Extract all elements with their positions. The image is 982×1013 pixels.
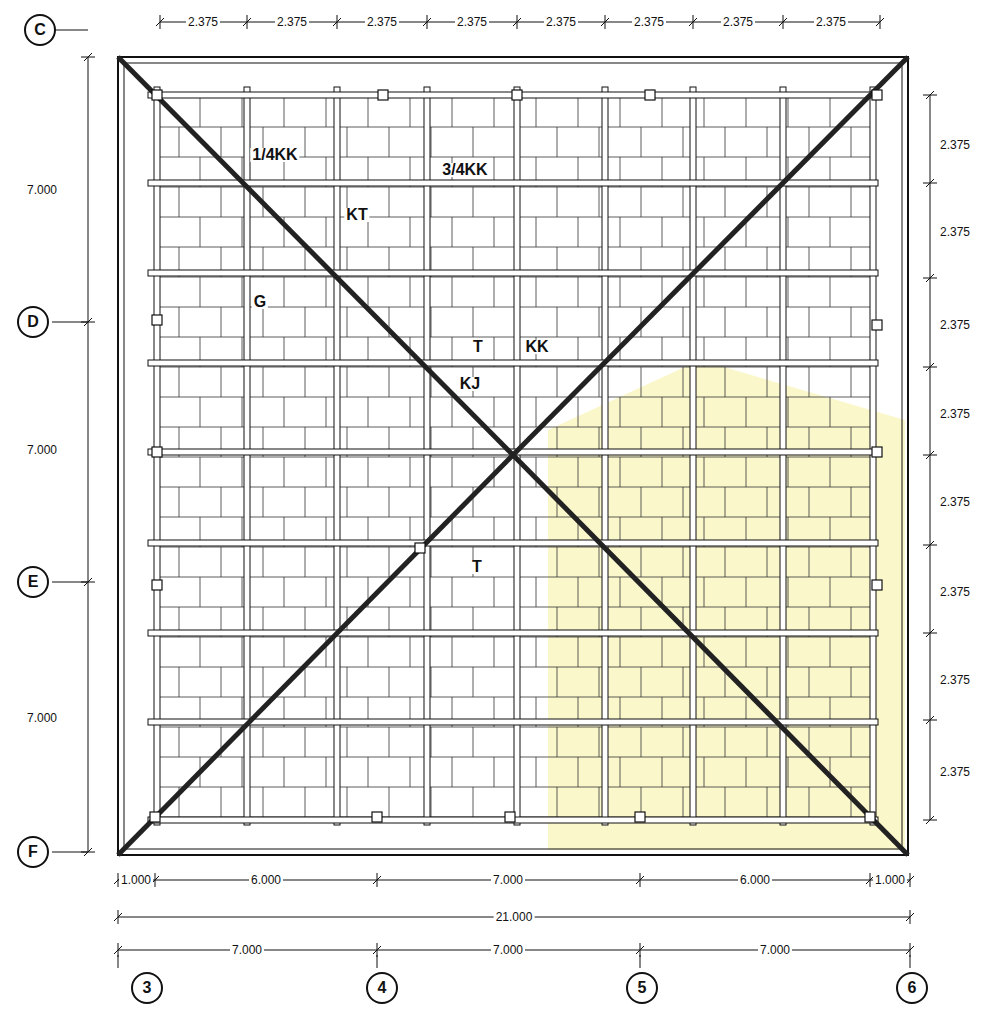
grid-label: 6 (908, 979, 917, 997)
tile-code: G (252, 295, 268, 309)
dimension-text: 1.000 (119, 873, 153, 887)
dimension-text: 2.375 (544, 15, 578, 29)
dimension-text: 2.375 (938, 585, 972, 599)
grid-label: 3 (143, 979, 152, 997)
hip-rafter (118, 455, 513, 855)
dimension-text: 2.375 (938, 225, 972, 239)
tile-code: T (471, 340, 485, 354)
dimension-text: 2.375 (632, 15, 666, 29)
column-marker (635, 812, 645, 822)
dimension-text: 2.375 (365, 15, 399, 29)
tile-code: 3/4KK (440, 163, 489, 177)
tile-code: T (470, 560, 484, 574)
grid-label: C (34, 21, 46, 39)
dimension-text: 7.000 (230, 943, 264, 957)
tile-code: KJ (458, 377, 482, 391)
roof-frame (118, 57, 908, 855)
column-marker (872, 90, 882, 100)
column-marker (378, 90, 388, 100)
dimension-text: 2.375 (938, 765, 972, 779)
dimension-text: 2.375 (455, 15, 489, 29)
column-marker (872, 447, 882, 457)
dimension-text: 2.375 (186, 15, 220, 29)
hip-rafter (513, 57, 908, 455)
dimension-text: 2.375 (938, 318, 972, 332)
dimension-text: 1.000 (873, 873, 907, 887)
dimension-text: 2.375 (814, 15, 848, 29)
dimension-lines (52, 15, 937, 968)
grid-bubble: F (17, 836, 49, 868)
column-marker (645, 90, 655, 100)
dimension-text: 2.375 (275, 15, 309, 29)
column-marker (415, 543, 425, 553)
dimension-text: 2.375 (938, 673, 972, 687)
column-marker (152, 315, 162, 325)
grid-bubble: E (17, 566, 49, 598)
grid-bubble: 4 (366, 972, 398, 1004)
dimension-text: 2.375 (938, 495, 972, 509)
dimension-text: 7.000 (25, 443, 59, 457)
column-marker (150, 812, 160, 822)
grid-label: E (28, 573, 39, 591)
dimension-text: 7.000 (491, 873, 525, 887)
hip-rafter (118, 57, 513, 455)
grid-label: D (27, 313, 39, 331)
grid-bubble: 6 (896, 972, 928, 1004)
dimension-text: 7.000 (25, 711, 59, 725)
grid-bubble: C (24, 14, 56, 46)
tile-code: 1/4KK (250, 148, 299, 162)
dimension-text: 7.000 (25, 183, 59, 197)
column-marker (865, 812, 875, 822)
dimension-text: 21.000 (494, 910, 535, 924)
column-marker (152, 447, 162, 457)
grid-label: F (28, 843, 38, 861)
dimension-text: 6.000 (738, 873, 772, 887)
column-marker (505, 812, 515, 822)
grid-bubble: D (17, 306, 49, 338)
grid-bubble: 3 (131, 972, 163, 1004)
dimension-text: 7.000 (758, 943, 792, 957)
dimension-text: 7.000 (491, 943, 525, 957)
dimension-text: 2.375 (721, 15, 755, 29)
column-marker (372, 812, 382, 822)
dimension-text: 2.375 (938, 407, 972, 421)
column-marker (872, 320, 882, 330)
column-marker (152, 580, 162, 590)
grid-label: 4 (378, 979, 387, 997)
column-marker (872, 580, 882, 590)
grid-label: 5 (638, 979, 647, 997)
dimension-text: 2.375 (938, 138, 972, 152)
grid-bubble: 5 (626, 972, 658, 1004)
dimension-text: 6.000 (249, 873, 283, 887)
column-marker (512, 90, 522, 100)
tile-code: KK (523, 340, 550, 354)
hip-rafter (513, 455, 908, 855)
column-marker (152, 90, 162, 100)
tile-code: KT (344, 208, 369, 222)
